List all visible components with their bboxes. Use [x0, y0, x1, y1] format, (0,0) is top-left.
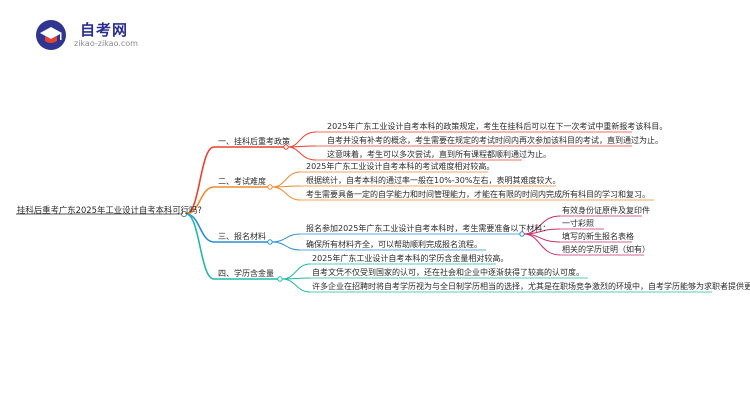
leaf-difficulty-2: 根据统计，自考本科的通过率一般在10%-30%左右，表明其难度较大。	[306, 176, 561, 185]
branch-dot-3	[267, 239, 273, 245]
logo-title: 自考网	[80, 21, 129, 39]
sub-leaf-certificate: 相关的学历证明（如有）	[562, 245, 650, 254]
leaf-materials-2: 确保所有材料齐全，可以帮助顺利完成报名流程。	[306, 240, 482, 249]
logo-subtitle: zikao-zikao.com	[74, 39, 138, 48]
branch-label-materials: 三、报名材料	[218, 232, 266, 241]
leaf-value-1: 2025年广东工业设计自考本科的学历含金量相对较高。	[312, 254, 509, 263]
root-topic: 挂科后重考广东2025年工业设计自考本科可行吗?	[17, 205, 202, 215]
sub-leaf-photo: 一寸彩照	[562, 219, 594, 228]
branch-label-difficulty: 二、考试难度	[218, 177, 266, 186]
branch-connector-4	[185, 213, 215, 280]
sub-leaf-form: 填写的新生报名表格	[562, 232, 634, 241]
branch-connector-3	[185, 213, 215, 243]
leaf-value-2: 自考文凭不仅受到国家的认可，还在社会和企业中逐渐获得了较高的认可度。	[312, 268, 584, 277]
leaf-materials-1: 报名参加2025年广东工业设计自考本科时，考生需要准备以下材料：	[306, 224, 551, 233]
sub-leaf-id-card: 有效身份证原件及复印件	[562, 206, 650, 215]
graduation-cap-icon	[36, 20, 66, 50]
leaf-policy-3: 这意味着，考生可以多次尝试，直到所有课程都顺利通过为止。	[327, 150, 551, 159]
branch-label-value: 四、学历含金量	[218, 269, 274, 278]
leaf-policy-1: 2025年广东工业设计自考本科的政策规定，考生在挂科后可以在下一次考试中重新报考…	[327, 122, 668, 131]
leaf-value-3: 许多企业在招聘时将自考学历视为与全日制学历相当的选择，尤其是在职场竞争激烈的环境…	[312, 282, 750, 291]
branch-dot-2	[267, 184, 273, 190]
branch-connector-2	[185, 186, 215, 215]
leaf-difficulty-3: 考生需要具备一定的自学能力和时间管理能力，才能在有限的时间内完成所有科目的学习和…	[306, 190, 650, 199]
branch-dot-4	[277, 276, 283, 282]
branch-label-policy: 一、挂科后重考政策	[218, 137, 290, 146]
branch-connector-1	[185, 146, 215, 215]
leaf-policy-2: 自考并没有补考的概念，考生需要在规定的考试时间内再次参加该科目的考试，直到通过为…	[327, 136, 663, 145]
site-logo[interactable]: 自考网 zikao-zikao.com	[34, 18, 174, 58]
leaf-difficulty-1: 2025年广东工业设计自考本科的考试难度相对较高。	[306, 162, 495, 171]
